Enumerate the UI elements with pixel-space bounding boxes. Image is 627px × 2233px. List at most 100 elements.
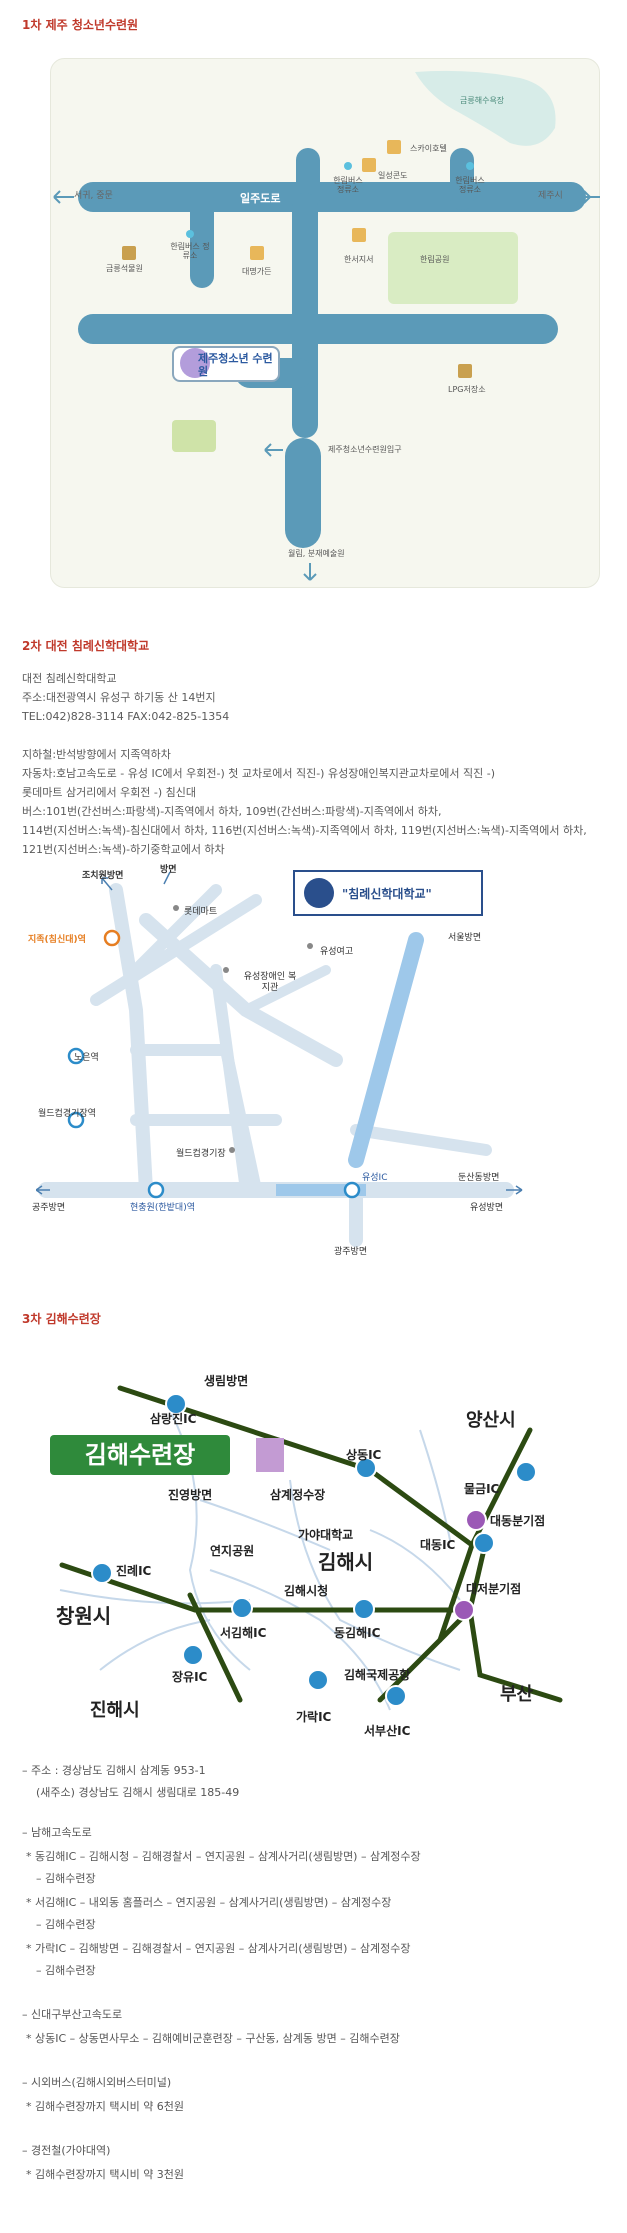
hallim-bus-label-2: 한림버스 정류소 [455, 176, 485, 194]
direction-line: (새주소) 경상남도 김해시 생림대로 185-49 [36, 1786, 240, 1799]
yuseong-ic-label: 유성IC [362, 1173, 388, 1183]
hanrim-office-label: 한서지서 [344, 255, 374, 264]
info-line: 주소:대전광역시 유성구 하기동 산 14번지 [22, 691, 216, 704]
jijok-station-icon [103, 929, 121, 947]
sky-hotel-label: 스카이호텔 [410, 144, 447, 153]
south-direction-label: 월림, 분재예술원 [288, 549, 345, 558]
jijok-station-label: 지족(침신대)역 [28, 935, 86, 945]
daejeon-map [36, 871, 523, 1247]
section3-title: 3차 김해수련장 [22, 1312, 101, 1326]
seobusan-label: 서부산IC [364, 1724, 411, 1738]
road [90, 894, 262, 1006]
worldcup-station-label: 월드컵경기장역 [38, 1109, 96, 1119]
daedong-ic-label: 대동IC [420, 1538, 456, 1552]
garak-ic-icon [307, 1669, 329, 1691]
geumneung-park-label: 금릉석물원 [106, 264, 143, 273]
changwon-label: 창원시 [56, 1604, 112, 1628]
garak-label: 가락IC [296, 1710, 332, 1724]
samnangjin-label: 삼랑진IC [150, 1412, 197, 1426]
stadium-dot [229, 1147, 235, 1153]
beach-label: 금릉해수욕장 [460, 96, 505, 105]
condo-icon [362, 158, 376, 172]
center-name-label: 제주청소년 수련원 [198, 352, 273, 378]
jinrye-label: 진례IC [116, 1564, 152, 1578]
donggimhae-label: 동김해IC [334, 1626, 381, 1640]
info-line: 114번(지선버스:녹색)-침신대에서 하차, 116번(지선버스:녹색)-지족… [22, 824, 587, 837]
road-south-tail [285, 438, 321, 548]
up-arrow [101, 877, 113, 891]
road [130, 884, 222, 976]
hyeonchungwon-station-icon [147, 1181, 165, 1199]
yangsan-label: 양산시 [466, 1410, 516, 1431]
center-logo-icon [180, 348, 210, 378]
direction-line: * 김해수련장까지 택시비 약 3천원 [26, 2168, 185, 2181]
yuseong-ic-icon [343, 1181, 361, 1199]
park-area [388, 232, 518, 304]
bus-stop-icon [344, 162, 352, 170]
gimhae-si-label: 김해시 [318, 1550, 374, 1574]
direction-line: – 주소 : 경상남도 김해시 삼계동 953-1 [22, 1764, 206, 1777]
south-arrow [303, 563, 317, 581]
left-arrow [36, 1185, 50, 1195]
iljudoro-label: 일주도로 [240, 192, 281, 205]
hallim-bus-label-3: 한림버스 정류소 [170, 242, 210, 260]
university-logo-text: "침례신학대학교" [342, 887, 432, 901]
worldcup-station-icon [67, 1111, 85, 1129]
info-line: 롯데마트 삼거리에서 우회전 -) 침신대 [22, 786, 197, 799]
gaya-univ-label: 가야대학교 [298, 1528, 354, 1542]
daejeo-jct-label: 대저분기점 [466, 1582, 522, 1596]
seogimhae-label: 서김해IC [220, 1626, 267, 1640]
info-line: 121번(지선버스:녹색)-하기중학교에서 하차 [22, 843, 225, 856]
expressway [467, 1542, 488, 1613]
bus-stop-icon [186, 230, 194, 238]
jinrye-ic-icon [91, 1562, 113, 1584]
lpg-label: LPG저장소 [448, 385, 486, 394]
bus-stop-icon [466, 162, 474, 170]
yuseong-welfare-label: 유성장애인 복지관 [243, 972, 297, 993]
gimhae-hall-label: 김해시청 [284, 1584, 329, 1598]
saengnim-label: 생림방면 [204, 1374, 249, 1388]
road-middle [78, 314, 558, 344]
hanrim-park-label: 한림공원 [420, 255, 450, 264]
direction-line: – 김해수련장 [36, 1964, 96, 1977]
road-west-branch [190, 188, 214, 288]
yuseong-direction-label: 유성방면 [470, 1203, 504, 1213]
lpg-icon [458, 364, 472, 378]
samgye-label: 삼계정수장 [270, 1488, 326, 1502]
right-arrow [506, 1185, 523, 1195]
lottemart-dot [173, 905, 179, 911]
road [350, 1124, 492, 1156]
west-direction-label: 서귀, 중문 [74, 191, 113, 201]
direction-line: * 서김해IC – 내외동 홈플러스 – 연지공원 – 삼계사거리(생림방면) … [26, 1896, 392, 1909]
road [241, 965, 331, 1015]
lottemart-label: 롯데마트 [184, 907, 218, 917]
seobusan-ic-icon [385, 1685, 407, 1707]
direction-line: – 남해고속도로 [22, 1826, 92, 1839]
bangmyeon-label: 방면 [160, 865, 177, 875]
daemyeong-garden-label: 대명가든 [242, 267, 272, 276]
jochiwon-label: 조치원방면 [82, 871, 124, 881]
west-arrow [53, 190, 74, 204]
road [210, 964, 252, 1196]
police-icon [352, 228, 366, 242]
expressway [117, 1385, 373, 1473]
dunsan-label: 둔산동방면 [458, 1173, 500, 1183]
daedong-jct-icon [465, 1509, 487, 1531]
gimhae-map [59, 1385, 563, 1711]
yuseong-girls-label: 유성여고 [320, 947, 354, 957]
busan-label: 부산 [500, 1684, 534, 1705]
school-dot [307, 943, 313, 949]
park-icon [122, 246, 136, 260]
hyeonchungwon-label: 현충원(한밭대)역 [130, 1203, 195, 1213]
info-line [22, 726, 612, 745]
expressway [59, 1562, 198, 1613]
direction-line: – 신대구부산고속도로 [22, 2008, 123, 2021]
jinhae-label: 진해시 [90, 1700, 140, 1721]
samnangjin-ic-icon [165, 1393, 187, 1415]
east-direction-label: 제주시 [538, 191, 563, 201]
jinyeong-label: 진영방면 [168, 1488, 213, 1502]
daedong-ic-icon [473, 1532, 495, 1554]
donggimhae-ic-icon [353, 1598, 375, 1620]
mulgeum-ic-icon [515, 1461, 537, 1483]
direction-line: – 김해수련장 [36, 1918, 96, 1931]
